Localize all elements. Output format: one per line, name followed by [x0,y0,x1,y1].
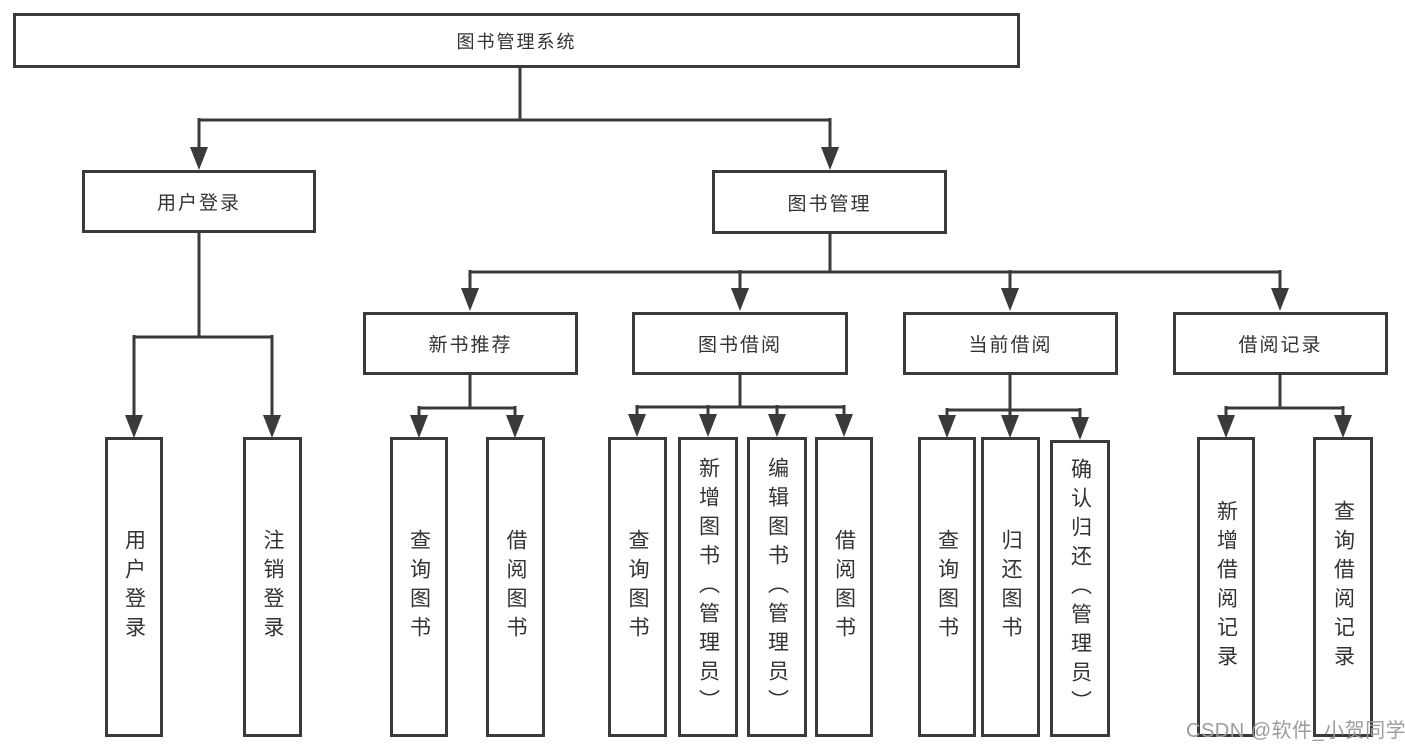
leaf-query-borrow-record: 查询借阅记录 [1313,437,1373,737]
csdn-watermark: CSDN @软件_小贺同学 [1186,720,1405,742]
node-library-management-system: 图书管理系统 [13,13,1020,68]
leaf-user-login: 用户登录 [105,437,163,737]
node-book-borrowing: 图书借阅 [632,312,848,375]
leaf-borrow-books: 借阅图书 [815,437,873,737]
node-borrowing-records: 借阅记录 [1173,312,1388,375]
leaf-borrow-books: 借阅图书 [486,437,545,737]
leaf-logout: 注销登录 [243,437,302,737]
leaf-edit-books-admin: 编辑图书（管理员） [747,437,807,737]
leaf-confirm-return-admin: 确认归还（管理员） [1050,440,1110,737]
leaf-query-books: 查询图书 [918,437,976,737]
leaf-query-books: 查询图书 [390,437,448,737]
leaf-add-borrow-record: 新增借阅记录 [1197,437,1255,737]
leaf-query-books: 查询图书 [608,437,667,737]
node-user-login: 用户登录 [82,170,316,233]
leaf-add-books-admin: 新增图书（管理员） [678,437,738,737]
node-new-book-recommendation: 新书推荐 [363,312,578,375]
node-book-management: 图书管理 [712,170,947,234]
leaf-return-books: 归还图书 [981,437,1040,737]
node-current-borrowing: 当前借阅 [903,312,1118,375]
